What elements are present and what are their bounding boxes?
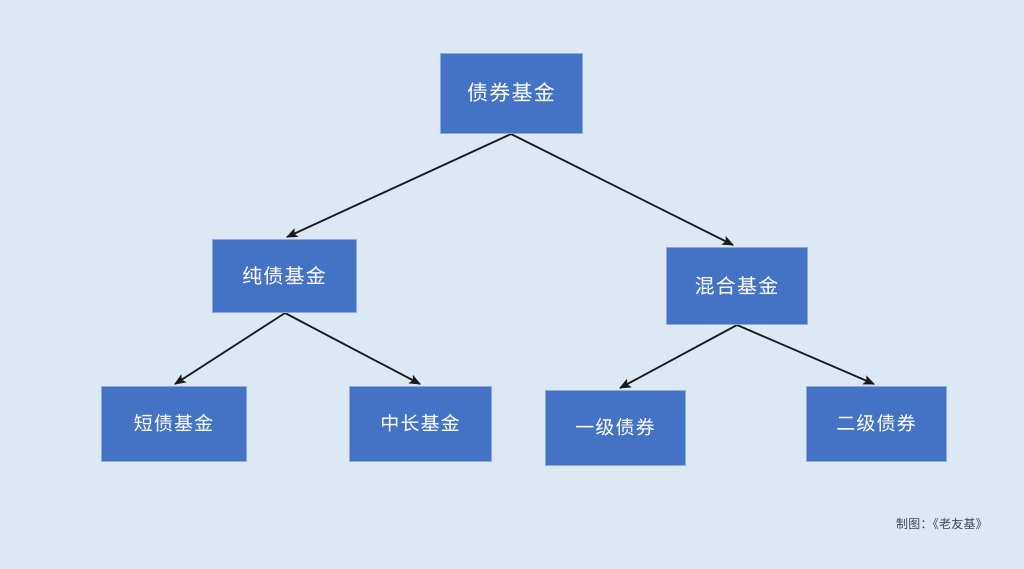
node-pure-bond-fund[interactable]: 纯债基金 bbox=[212, 239, 357, 313]
edge-bond-to-pure bbox=[285, 133, 512, 238]
node-label-pure-bond-fund: 纯债基金 bbox=[242, 264, 327, 288]
edge-pure-to-short bbox=[174, 312, 286, 385]
node-short-term-bond-fund[interactable]: 短债基金 bbox=[101, 386, 247, 462]
node-label-tier-one-bond: 一级债券 bbox=[575, 416, 656, 439]
node-mixed-fund[interactable]: 混合基金 bbox=[666, 247, 808, 325]
edge-pure-to-medium bbox=[284, 312, 422, 385]
node-label-mixed-fund: 混合基金 bbox=[694, 274, 780, 298]
footer-credit-text: 制图：《老友基》 bbox=[896, 517, 988, 531]
node-label-tier-two-bond: 二级债券 bbox=[836, 412, 917, 435]
edge-mixed-to-tier-one bbox=[618, 324, 738, 389]
node-label-short-term-bond-fund: 短债基金 bbox=[133, 412, 215, 435]
node-tier-two-bond[interactable]: 二级债券 bbox=[806, 386, 947, 462]
node-bond-fund[interactable]: 债券基金 bbox=[440, 53, 583, 134]
node-tier-one-bond[interactable]: 一级债券 bbox=[545, 390, 686, 466]
edge-mixed-to-tier-two bbox=[736, 324, 876, 385]
node-label-medium-long-fund: 中长基金 bbox=[380, 412, 461, 435]
node-medium-long-fund[interactable]: 中长基金 bbox=[349, 386, 492, 462]
node-label-bond-fund: 债券基金 bbox=[466, 81, 557, 105]
edge-bond-to-mixed bbox=[510, 133, 735, 246]
